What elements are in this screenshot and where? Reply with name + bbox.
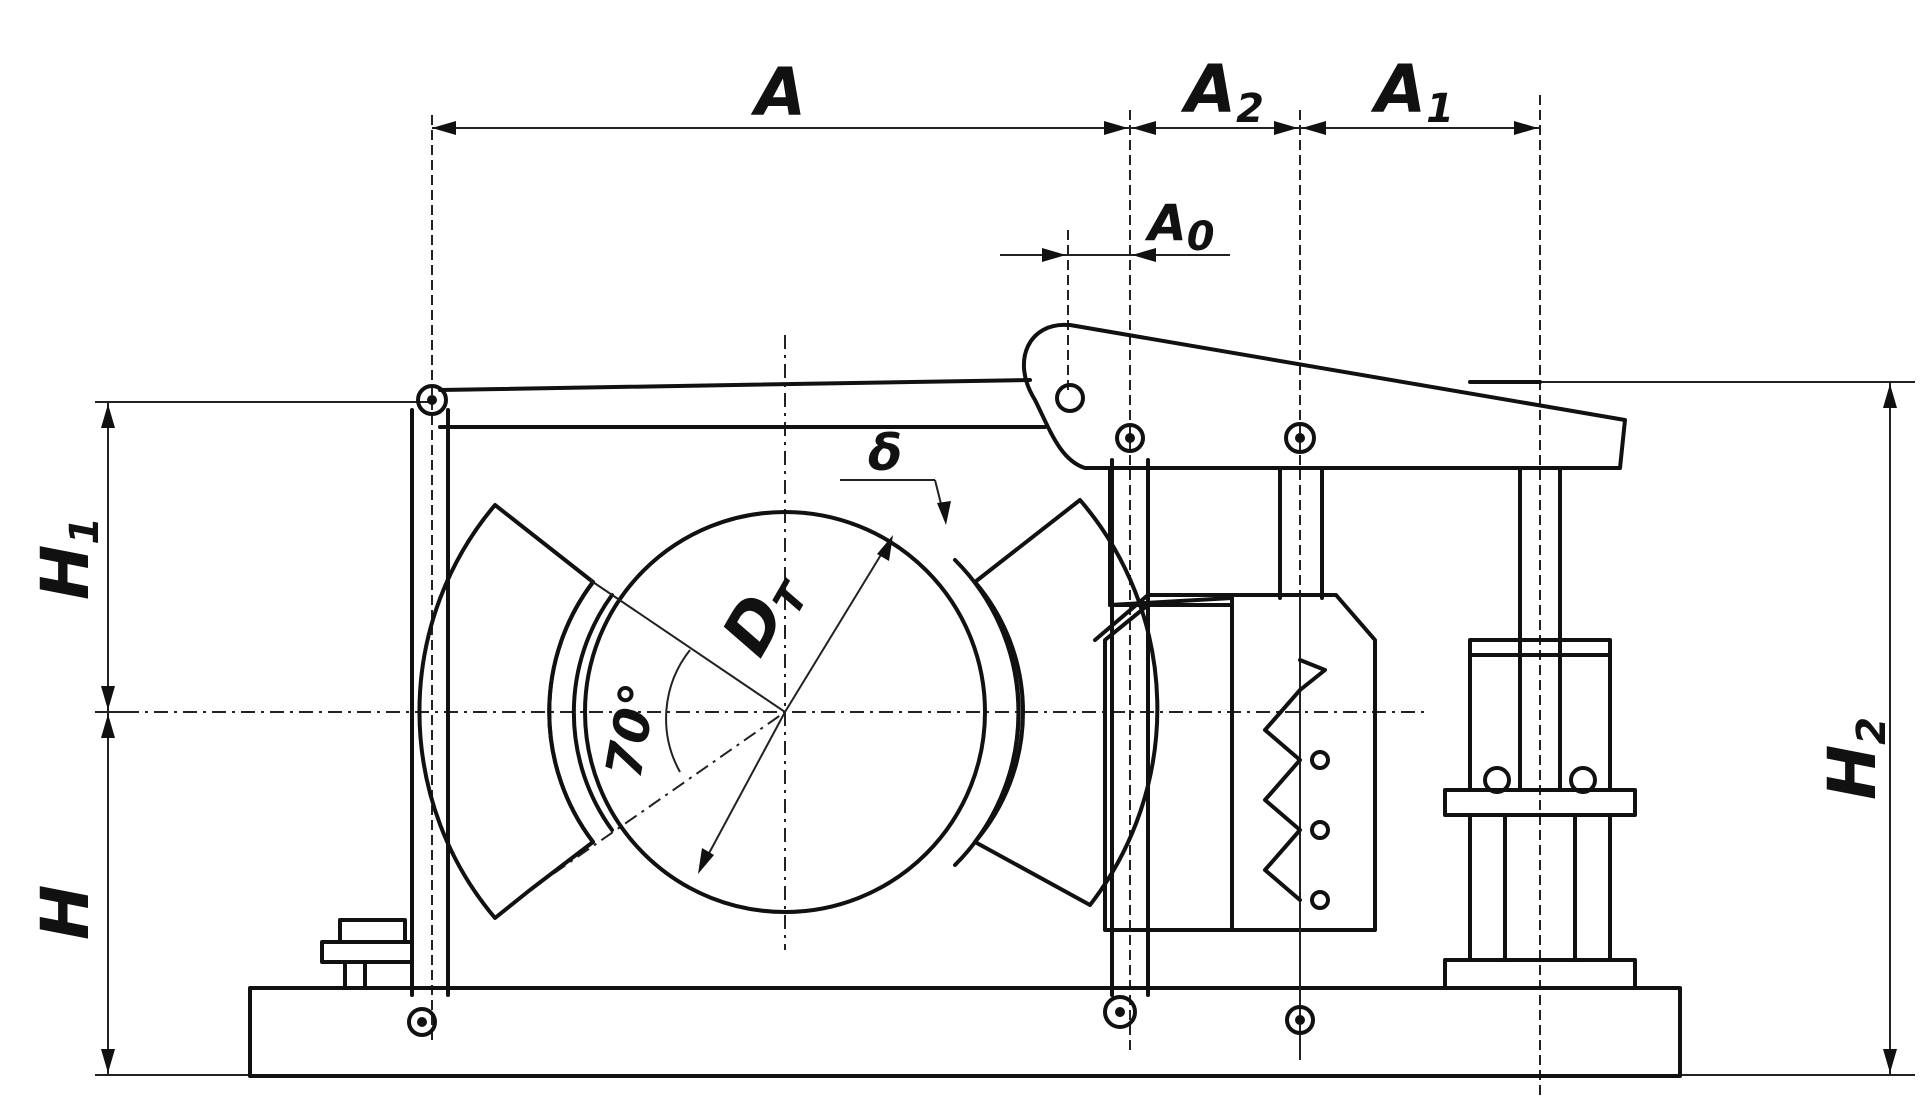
dimension-lines [95, 95, 1915, 1095]
label-D: DT [707, 556, 820, 670]
label-angle: 70° [595, 679, 669, 782]
label-H1: H1 [27, 517, 108, 600]
label-A1: A1 [1370, 51, 1454, 132]
left-lever [407, 384, 450, 1037]
label-H: H [27, 885, 104, 940]
thruster [1443, 466, 1637, 990]
center-lines [125, 335, 1430, 950]
label-A2: A2 [1180, 51, 1264, 132]
tie-rod [438, 378, 1047, 429]
label-delta: δ [868, 424, 902, 482]
angle-arc [589, 579, 786, 773]
spring-housing [1093, 422, 1377, 1060]
label-A0: A0 [1144, 194, 1215, 260]
brake-drum [583, 510, 987, 914]
label-H2: H2 [1814, 717, 1895, 800]
radius-arrow [698, 535, 893, 874]
base-plate [248, 986, 1682, 1078]
delta-arrow [840, 479, 951, 525]
stop-block [320, 918, 414, 990]
top-lever [1022, 322, 1627, 470]
label-A: A [750, 54, 806, 131]
left-brake-shoe [417, 503, 614, 920]
